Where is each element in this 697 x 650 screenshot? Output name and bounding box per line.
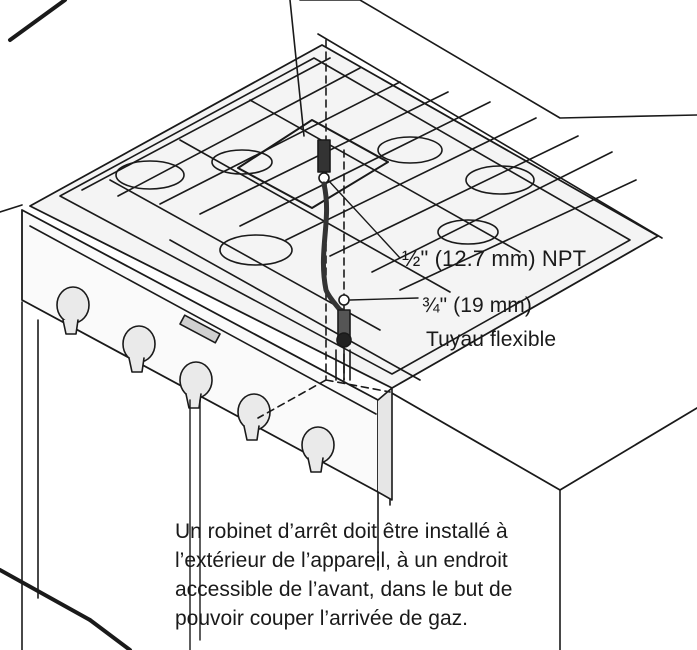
callout-leaders (189, 179, 419, 650)
shutoff-valve-note: Un robinet d’arrêt doit être installé à … (175, 517, 645, 633)
note-line: Un robinet d’arrêt doit être installé à (175, 520, 508, 543)
cooktop-front (21, 209, 393, 501)
control-knobs (56, 286, 335, 473)
note-line: pouvoir couper l’arrivée de gaz. (175, 607, 468, 630)
pipe-size-callout: ½" (12.7 mm) NPT (402, 246, 587, 271)
hose-name-callout: Tuyau flexible (426, 328, 557, 351)
gas-flexible-hose (317, 139, 352, 381)
note-line: l’extérieur de l’appareil, à un endroit (175, 549, 508, 572)
cabinet (0, 0, 379, 650)
hose-size-callout: ¾" (19 mm) (422, 294, 532, 317)
note-line: accessible de l’avant, dans le but de (175, 578, 513, 601)
detail-box (237, 0, 389, 209)
